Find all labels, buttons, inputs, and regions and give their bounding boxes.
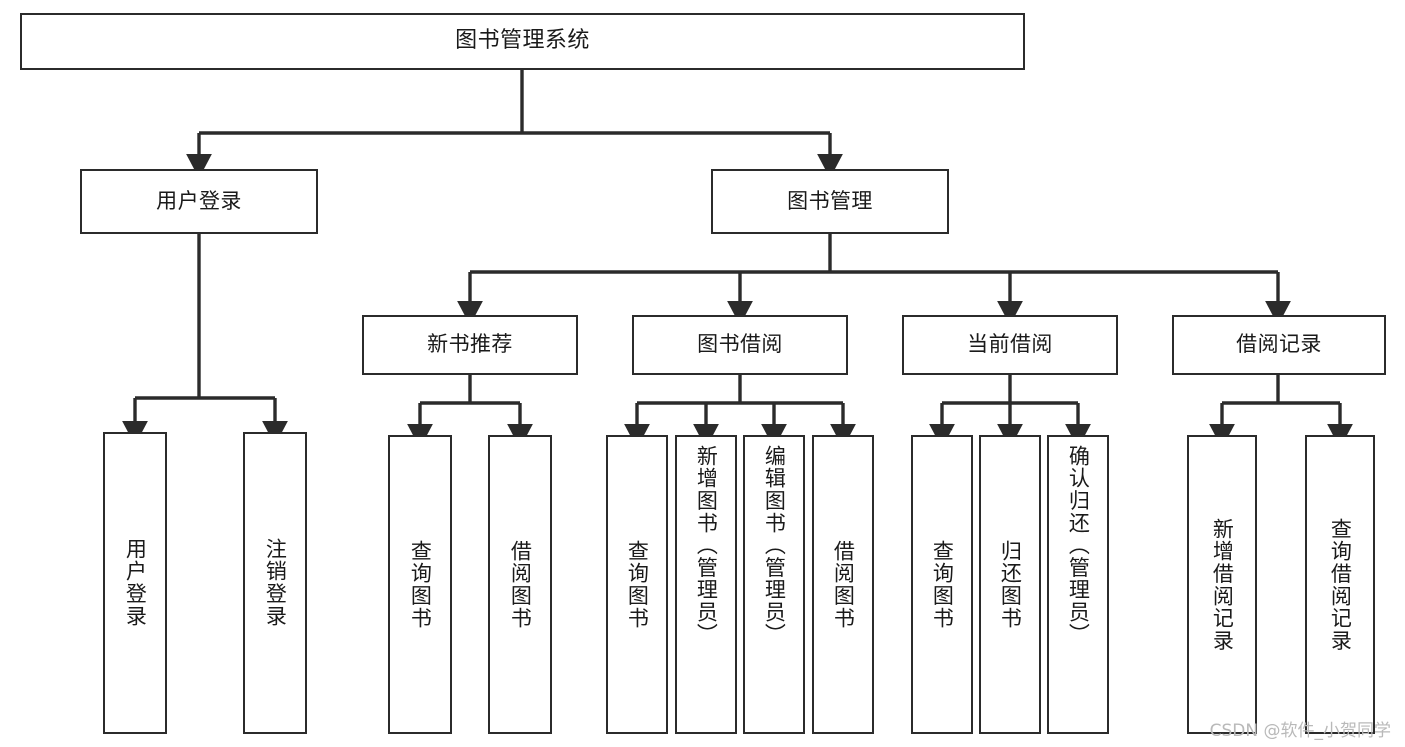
node-book-manage[interactable]: 图书管理 (711, 169, 949, 234)
node-current-borrow-label: 当前借阅 (967, 332, 1053, 357)
node-leaf-query-book-3-label: 查询图书 (930, 539, 955, 630)
node-leaf-user-login[interactable]: 用户登录 (103, 432, 167, 734)
node-leaf-confirm-return[interactable]: 确认归还（管理员） (1047, 435, 1109, 734)
node-borrow-record[interactable]: 借阅记录 (1172, 315, 1386, 375)
node-new-book-recommend[interactable]: 新书推荐 (362, 315, 578, 375)
node-leaf-add-book[interactable]: 新增图书（管理员） (675, 435, 737, 734)
node-leaf-add-book-label: 新增图书（管理员） (694, 445, 719, 646)
node-leaf-query-book-1-label: 查询图书 (408, 539, 433, 630)
watermark-text: CSDN @软件_小贺同学 (1209, 721, 1391, 741)
node-leaf-logout-label: 注销登录 (263, 538, 288, 628)
node-leaf-query-book-2[interactable]: 查询图书 (606, 435, 668, 734)
node-leaf-borrow-book-1[interactable]: 借阅图书 (488, 435, 552, 734)
node-leaf-add-record[interactable]: 新增借阅记录 (1187, 435, 1257, 734)
node-book-manage-label: 图书管理 (787, 188, 873, 213)
node-leaf-query-record[interactable]: 查询借阅记录 (1305, 435, 1375, 734)
node-leaf-query-book-2-label: 查询图书 (625, 539, 650, 630)
node-current-borrow[interactable]: 当前借阅 (902, 315, 1118, 375)
node-leaf-borrow-book-1-label: 借阅图书 (508, 539, 533, 630)
node-root[interactable]: 图书管理系统 (20, 13, 1025, 70)
node-leaf-query-book-3[interactable]: 查询图书 (911, 435, 973, 734)
node-user-login-label: 用户登录 (156, 188, 242, 213)
node-book-borrow-label: 图书借阅 (697, 332, 783, 357)
node-leaf-user-login-label: 用户登录 (123, 538, 148, 628)
node-leaf-return-book-label: 归还图书 (998, 539, 1023, 630)
node-leaf-borrow-book-2[interactable]: 借阅图书 (812, 435, 874, 734)
node-leaf-borrow-book-2-label: 借阅图书 (831, 539, 856, 630)
node-leaf-add-record-label: 新增借阅记录 (1210, 517, 1235, 652)
node-user-login[interactable]: 用户登录 (80, 169, 318, 234)
node-leaf-query-book-1[interactable]: 查询图书 (388, 435, 452, 734)
node-leaf-return-book[interactable]: 归还图书 (979, 435, 1041, 734)
node-book-borrow[interactable]: 图书借阅 (632, 315, 848, 375)
node-leaf-query-record-label: 查询借阅记录 (1328, 517, 1353, 652)
node-leaf-edit-book[interactable]: 编辑图书（管理员） (743, 435, 805, 734)
node-leaf-logout[interactable]: 注销登录 (243, 432, 307, 734)
node-leaf-edit-book-label: 编辑图书（管理员） (762, 445, 787, 646)
node-borrow-record-label: 借阅记录 (1236, 332, 1322, 357)
node-leaf-confirm-return-label: 确认归还（管理员） (1066, 445, 1091, 646)
node-root-label: 图书管理系统 (455, 28, 590, 54)
node-new-book-recommend-label: 新书推荐 (427, 332, 513, 357)
